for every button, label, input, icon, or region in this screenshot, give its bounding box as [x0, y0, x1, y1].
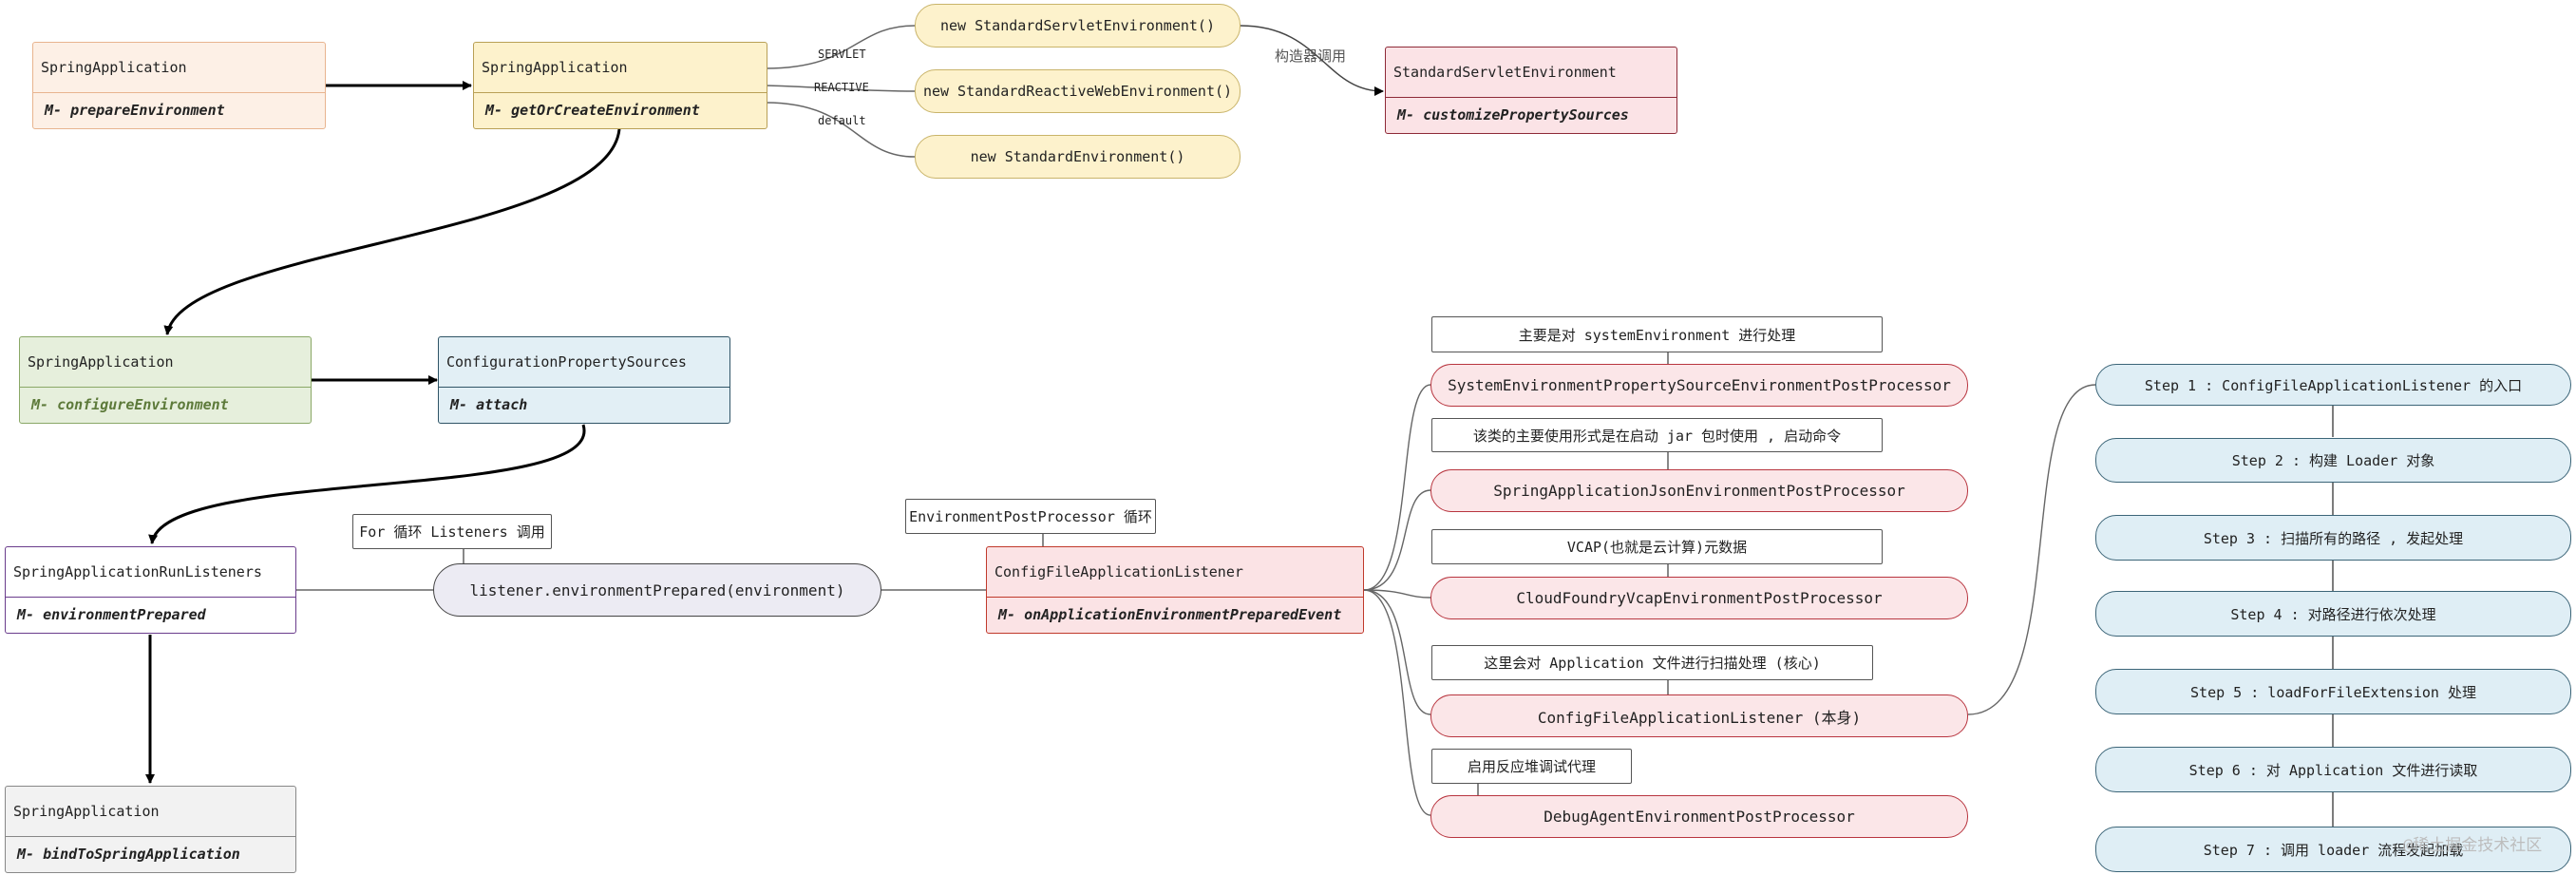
node-title: SpringApplication [6, 787, 295, 837]
step-2[interactable]: Step 2 : 构建 Loader 对象 [2095, 438, 2571, 483]
node-bind-to-spring-application[interactable]: SpringApplication M- bindToSpringApplica… [5, 786, 296, 873]
processor-note-5: 启用反应堆调试代理 [1431, 749, 1632, 784]
pill-listener-environment-prepared[interactable]: listener.environmentPrepared(environment… [433, 563, 881, 617]
processor-cloud-foundry-vcap[interactable]: CloudFoundryVcapEnvironmentPostProcessor [1430, 577, 1968, 619]
arrow-constructor-call [1240, 25, 1384, 96]
node-method: M- onApplicationEnvironmentPreparedEvent [998, 606, 1342, 623]
node-title: SpringApplication [474, 43, 767, 93]
node-method: M- configureEnvironment [31, 396, 229, 413]
edge-label-servlet: SERVLET [818, 48, 866, 61]
node-method: M- environmentPrepared [17, 606, 206, 623]
node-method: M- customizePropertySources [1397, 106, 1629, 124]
edge-label-default: default [818, 114, 866, 127]
edge-label-constructor-call: 构造器调用 [1275, 48, 1347, 65]
step-1[interactable]: Step 1 : ConfigFileApplicationListener 的… [2095, 364, 2571, 406]
fan-proc-3 [1363, 589, 1431, 599]
watermark: @稀土掘金技术社区 [2403, 836, 2543, 855]
processor-note-1: 主要是对 systemEnvironment 进行处理 [1431, 316, 1883, 352]
node-run-listeners[interactable]: SpringApplicationRunListeners M- environ… [5, 546, 296, 634]
step-4[interactable]: Step 4 : 对路径进行依次处理 [2095, 591, 2571, 637]
step-6[interactable]: Step 6 : 对 Application 文件进行读取 [2095, 747, 2571, 792]
node-configuration-property-sources[interactable]: ConfigurationPropertySources M- attach [438, 336, 730, 424]
arrow-attach-to-runlisteners [148, 424, 586, 544]
node-title: StandardServletEnvironment [1386, 48, 1676, 98]
curve-reactive [765, 85, 916, 92]
processor-config-file-self[interactable]: ConfigFileApplicationListener (本身) [1430, 694, 1968, 737]
processor-note-2: 该类的主要使用形式是在启动 jar 包时使用 , 启动命令 [1431, 418, 1883, 452]
node-configure-environment[interactable]: SpringApplication M- configureEnvironmen… [19, 336, 312, 424]
fan-proc-4 [1363, 589, 1431, 715]
processor-spring-application-json[interactable]: SpringApplicationJsonEnvironmentPostProc… [1430, 469, 1968, 512]
processor-note-3: VCAP(也就是云计算)元数据 [1431, 529, 1883, 564]
note-epp-loop: EnvironmentPostProcessor 循环 [905, 499, 1156, 534]
node-standard-servlet-environment[interactable]: StandardServletEnvironment M- customizeP… [1385, 47, 1677, 134]
pill-standard-environment[interactable]: new StandardEnvironment() [915, 135, 1241, 179]
curve-self-to-steps [1967, 384, 2096, 715]
node-get-or-create-environment[interactable]: SpringApplication M- getOrCreateEnvironm… [473, 42, 767, 129]
fan-proc-5 [1363, 589, 1431, 816]
node-title: SpringApplication [33, 43, 325, 93]
node-title: ConfigurationPropertySources [439, 337, 729, 388]
processor-system-environment[interactable]: SystemEnvironmentPropertySourceEnvironme… [1430, 364, 1968, 407]
processor-debug-agent[interactable]: DebugAgentEnvironmentPostProcessor [1430, 795, 1968, 838]
edge-label-reactive: REACTIVE [814, 81, 869, 94]
curve-default [765, 102, 916, 158]
pill-standard-reactive-web-environment[interactable]: new StandardReactiveWebEnvironment() [915, 69, 1241, 113]
node-title: ConfigFileApplicationListener [987, 547, 1363, 598]
node-method: M- prepareEnvironment [45, 102, 225, 119]
node-method: M- attach [450, 396, 528, 413]
step-5[interactable]: Step 5 : loadForFileExtension 处理 [2095, 669, 2571, 714]
fan-proc-1 [1363, 384, 1431, 591]
arrow-getorcreate-to-configure [163, 128, 621, 335]
step-7[interactable]: Step 7 : 调用 loader 流程发起加载 [2095, 827, 2571, 872]
node-title: SpringApplicationRunListeners [6, 547, 295, 598]
node-prepare-environment[interactable]: SpringApplication M- prepareEnvironment [32, 42, 326, 129]
node-method: M- getOrCreateEnvironment [485, 102, 700, 119]
step-3[interactable]: Step 3 : 扫描所有的路径 , 发起处理 [2095, 515, 2571, 561]
node-title: SpringApplication [20, 337, 311, 388]
node-method: M- bindToSpringApplication [17, 846, 240, 863]
processor-note-4: 这里会对 Application 文件进行扫描处理 (核心) [1431, 645, 1873, 680]
note-for-loop-listeners: For 循环 Listeners 调用 [352, 514, 552, 549]
curve-servlet [765, 25, 916, 69]
pill-standard-servlet-environment[interactable]: new StandardServletEnvironment() [915, 4, 1241, 48]
fan-proc-2 [1363, 489, 1431, 591]
node-config-file-application-listener[interactable]: ConfigFileApplicationListener M- onAppli… [986, 546, 1364, 634]
